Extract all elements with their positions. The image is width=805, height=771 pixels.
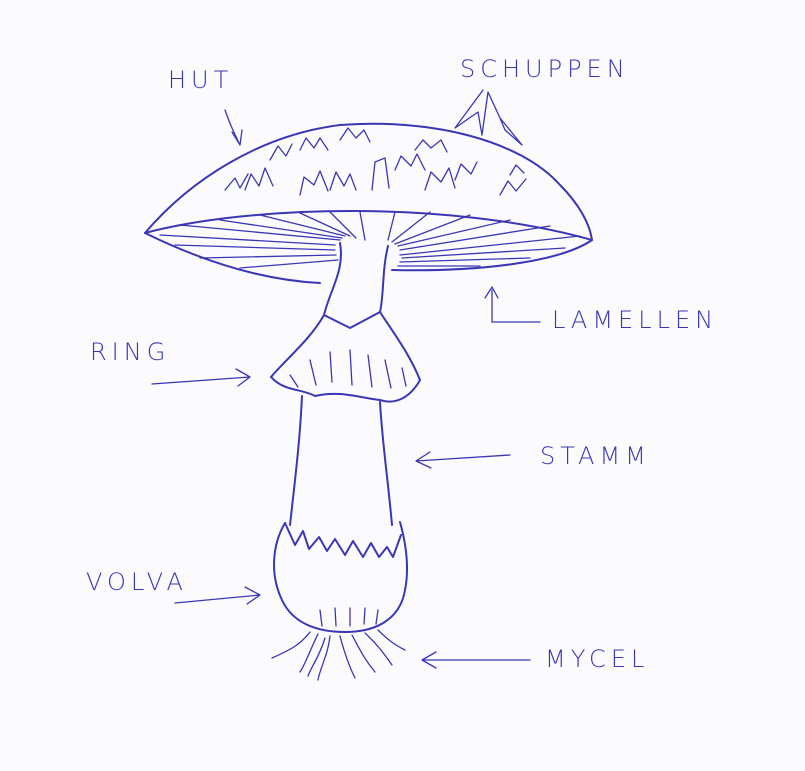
gills-lamellen <box>159 211 581 269</box>
label-lamellen: LAMELLEN <box>552 306 719 334</box>
mycelium <box>271 629 406 681</box>
volva-cup <box>273 521 409 633</box>
stem-stamm <box>289 395 393 526</box>
stamm-arrow-icon <box>415 451 511 469</box>
mycel-arrow-icon <box>421 651 531 669</box>
label-ring: RING <box>90 338 171 366</box>
cap-hut <box>144 122 593 284</box>
label-hut: HUT <box>168 66 234 94</box>
hut-arrow-icon <box>224 109 243 146</box>
label-stamm: STAMM <box>540 442 651 470</box>
ring <box>270 311 421 403</box>
stem-upper <box>323 242 389 329</box>
volva-arrow-icon <box>174 586 261 605</box>
ring-arrow-icon <box>151 368 251 387</box>
scales-schuppen <box>224 127 527 196</box>
label-volva: VOLVA <box>86 568 188 596</box>
schuppen-arrow-icon <box>454 89 523 146</box>
arrows <box>151 89 541 669</box>
label-mycel: MYCEL <box>545 645 650 673</box>
lamellen-arrow-icon <box>484 286 541 323</box>
label-schuppen: SCHUPPEN <box>460 55 630 83</box>
